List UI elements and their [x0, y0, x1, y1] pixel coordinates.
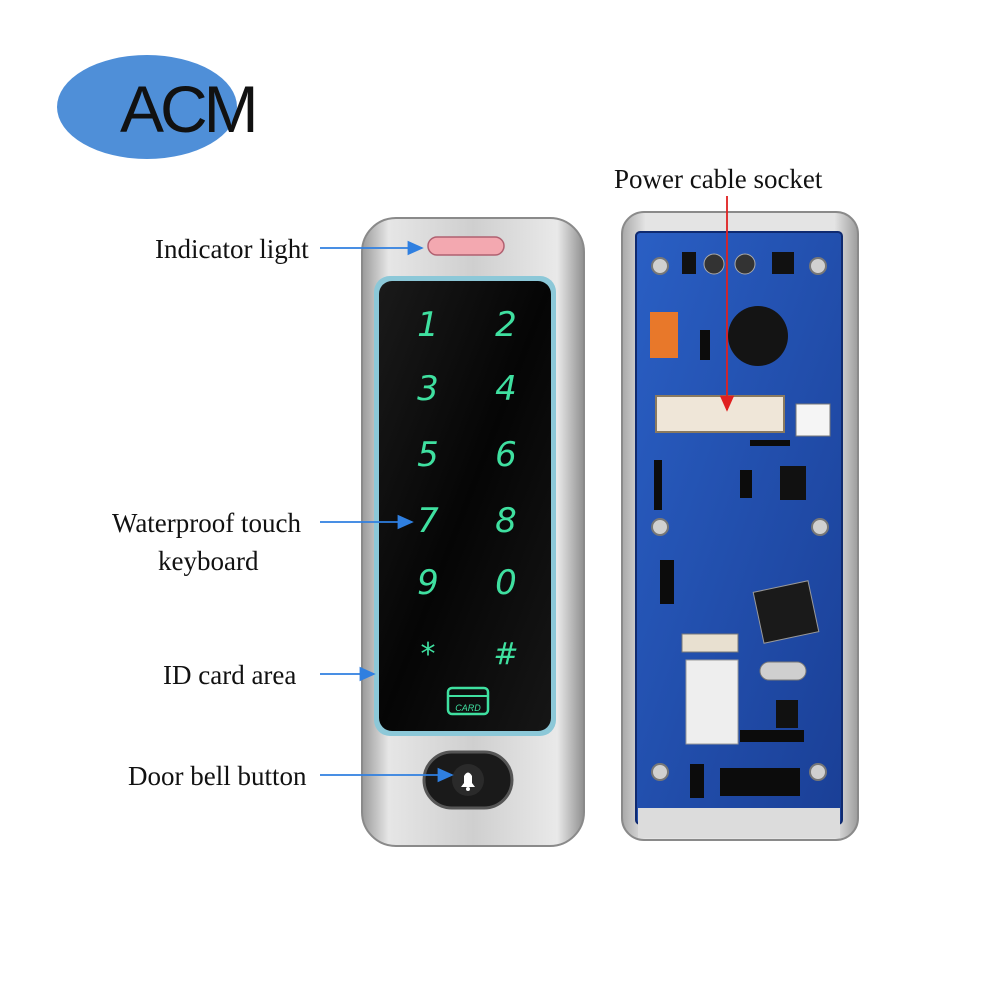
rear-device	[621, 211, 859, 841]
ribbon-cable	[685, 659, 739, 745]
front-housing	[361, 217, 585, 847]
buzzer	[728, 306, 788, 366]
keypad-key-8[interactable]: 8	[495, 501, 517, 541]
relay	[650, 312, 678, 358]
keypad-key-9[interactable]: 9	[417, 563, 439, 603]
keypad-key-4[interactable]: 4	[495, 369, 517, 409]
waterproof-keyboard-label-line2: keyboard	[158, 546, 259, 576]
callout-arrows	[320, 240, 454, 783]
power-cable-socket-label: Power cable socket	[614, 164, 823, 194]
logo-oval	[57, 55, 237, 159]
keypad-key-1[interactable]: 1	[417, 305, 439, 345]
waterproof-keyboard-label: Waterproof touch	[112, 508, 301, 538]
bell-icon	[461, 772, 475, 787]
keypad-bezel	[374, 276, 556, 736]
indicator-light	[427, 236, 505, 256]
keypad-keys: 1 2 3 4 5 6 7 8 9 0 * #	[417, 305, 518, 672]
keypad-key-0[interactable]: 0	[495, 563, 517, 603]
power-cable-socket-connector	[655, 395, 785, 433]
mcu-chip	[752, 580, 820, 644]
keypad-key-7[interactable]: 7	[417, 501, 439, 541]
keypad-glass	[379, 281, 551, 731]
keypad-key-star[interactable]: *	[421, 637, 436, 672]
rear-housing	[621, 211, 859, 841]
acm-logo: ACM	[57, 55, 259, 159]
id-card-area-label: ID card area	[163, 660, 297, 690]
pcb-board	[635, 231, 843, 825]
front-device: 1 2 3 4 5 6 7 8 9 0 * # CARD	[361, 217, 585, 847]
card-icon	[446, 686, 490, 716]
door-bell-button	[422, 750, 514, 810]
door-bell-button-label: Door bell button	[128, 761, 307, 791]
keypad-key-5[interactable]: 5	[417, 435, 439, 475]
keypad-key-hash[interactable]: #	[493, 637, 518, 672]
card-label: CARD	[455, 703, 481, 713]
keypad-key-6[interactable]: 6	[495, 435, 517, 475]
logo-text: ACM	[120, 72, 255, 146]
screws	[651, 257, 829, 781]
keypad-key-2[interactable]: 2	[495, 305, 517, 345]
keypad-key-3[interactable]: 3	[417, 369, 439, 409]
indicator-light-label: Indicator light	[155, 234, 309, 264]
